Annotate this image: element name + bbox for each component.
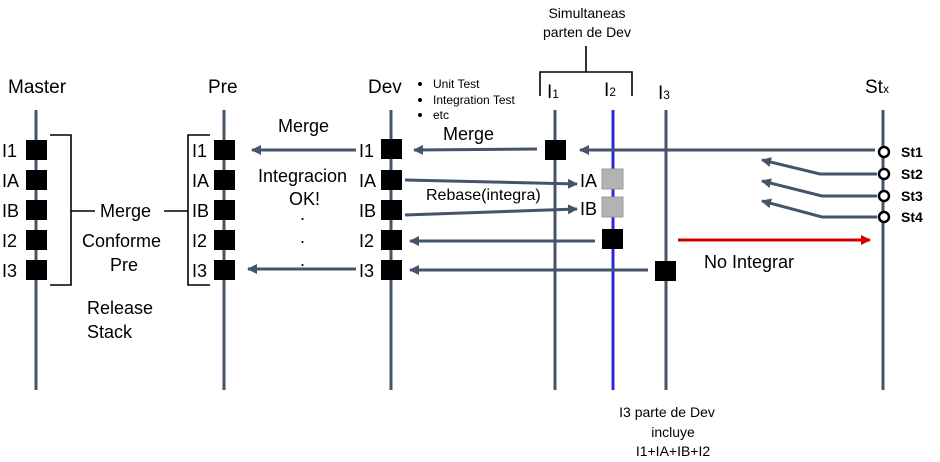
st4-label: St4 xyxy=(901,209,923,225)
lane-title-i1: I1 xyxy=(547,82,559,103)
arrow-st2 xyxy=(761,157,877,176)
dev-bullet-unit-test: Unit Test xyxy=(433,77,480,91)
master-label-i3: I3 xyxy=(2,261,17,281)
i2-label-ia: IA xyxy=(580,171,597,191)
st2-node xyxy=(877,167,891,181)
simultaneas-line-2: parten de Dev xyxy=(543,24,631,40)
pre-label-ib: IB xyxy=(192,201,209,221)
st4-node xyxy=(877,210,891,224)
i3-note-line-2: incluye xyxy=(651,424,695,440)
i2-box-ib-gray xyxy=(601,196,624,218)
master-box-i1 xyxy=(26,140,47,160)
ok-label: OK! xyxy=(289,189,320,209)
dev-box-i1 xyxy=(381,139,402,159)
st2-label: St2 xyxy=(901,166,923,182)
pre-label-i1: I1 xyxy=(192,141,207,161)
pre-release-bracket xyxy=(187,134,210,286)
master-box-ia xyxy=(26,170,47,190)
master-box-ib xyxy=(26,200,47,220)
dev-label-i1: I1 xyxy=(359,141,374,161)
simultaneas-line-1: Simultaneas xyxy=(548,5,625,21)
arrow-dev-ib-rebase xyxy=(404,204,578,217)
lane-title-pre: Pre xyxy=(208,77,238,98)
i2-box xyxy=(602,229,623,249)
st3-node xyxy=(877,189,891,203)
dev-bullet-list: Unit Test Integration Test etc xyxy=(418,77,515,122)
arrow-i1-to-dev xyxy=(413,144,538,155)
lane-title-i3: I3 xyxy=(658,83,670,104)
lane-title-master: Master xyxy=(8,77,67,98)
dot-1: . xyxy=(300,204,305,224)
st1-node xyxy=(877,145,891,159)
dev-box-ib xyxy=(381,200,402,220)
master-box-i3 xyxy=(26,260,47,280)
dev-i-merge-label: Merge xyxy=(443,124,494,144)
lane-title-stx: Stx xyxy=(865,77,889,98)
dev-label-i3: I3 xyxy=(359,261,374,281)
arrow-dev-ia-rebase xyxy=(404,178,578,189)
pre-box-ib xyxy=(214,200,235,220)
master-box-i2 xyxy=(26,230,47,250)
dot-2: . xyxy=(300,227,305,247)
pre-label-i3: I3 xyxy=(192,261,207,281)
release-pre-label: Pre xyxy=(110,255,138,275)
release-release-label: Release xyxy=(87,298,153,318)
i2-box-ia-gray xyxy=(601,168,624,190)
dev-box-i2 xyxy=(381,230,402,250)
dev-bullet-etc: etc xyxy=(433,108,449,122)
master-label-i1: I1 xyxy=(2,141,17,161)
st3-label: St3 xyxy=(901,188,923,204)
arrow-st3 xyxy=(761,178,877,198)
simultaneas-bracket xyxy=(539,46,633,96)
dev-label-ia: IA xyxy=(359,171,376,191)
integracion-label: Integracion xyxy=(258,166,347,186)
master-label-i2: I2 xyxy=(2,231,17,251)
pre-box-i3 xyxy=(214,260,235,280)
release-stack-label: Stack xyxy=(87,322,133,342)
pre-box-i2 xyxy=(214,230,235,250)
i1-box xyxy=(545,140,566,160)
lane-title-dev: Dev xyxy=(368,77,402,98)
dev-box-ia xyxy=(381,170,402,190)
dev-bullet-integration-test: Integration Test xyxy=(433,93,515,107)
release-merge-label: Merge xyxy=(100,201,151,221)
rebase-label: Rebase(integra) xyxy=(426,187,541,204)
dot-3: . xyxy=(300,250,305,270)
i3-box xyxy=(655,261,676,281)
pre-box-ia xyxy=(214,170,235,190)
dev-label-ib: IB xyxy=(359,201,376,221)
master-label-ib: IB xyxy=(2,201,19,221)
release-conforme-label: Conforme xyxy=(82,231,161,251)
pre-box-i1 xyxy=(214,140,235,160)
lane-title-i2: I2 xyxy=(604,80,616,101)
dev-label-i2: I2 xyxy=(359,231,374,251)
arrow-st4 xyxy=(761,198,877,219)
master-label-ia: IA xyxy=(2,171,19,191)
i3-note-line-1: I3 parte de Dev xyxy=(619,404,715,420)
pre-label-ia: IA xyxy=(192,171,209,191)
pre-label-i2: I2 xyxy=(192,231,207,251)
i3-note-line-3: I1+IA+IB+I2 xyxy=(636,443,711,459)
no-integrar-label: No Integrar xyxy=(704,252,794,272)
st1-label: St1 xyxy=(901,144,923,160)
dev-box-i3 xyxy=(381,260,402,280)
i2-label-ib: IB xyxy=(580,199,597,219)
master-release-bracket xyxy=(50,134,95,286)
pre-dev-merge-label: Merge xyxy=(278,116,329,136)
